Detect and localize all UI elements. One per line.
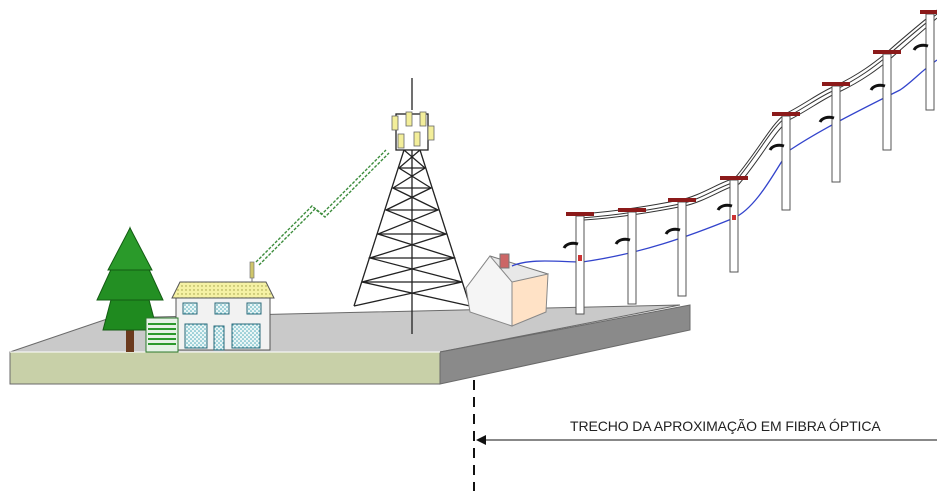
- power-pole: [818, 82, 850, 183]
- power-pole: [716, 176, 748, 273]
- fiber-section-caption: TRECHO DA APROXIMAÇÃO EM FIBRA ÓPTICA: [570, 418, 881, 434]
- power-pole: [562, 212, 594, 315]
- power-pole-icon: [562, 10, 937, 315]
- power-pole: [869, 50, 901, 151]
- wireless-link-icon: [255, 149, 390, 266]
- tree-icon: [96, 226, 164, 352]
- power-pole: [912, 10, 937, 111]
- power-pole: [768, 112, 800, 211]
- power-pole: [664, 198, 696, 297]
- equipment-shelter-icon: [465, 253, 550, 327]
- arrow-left-icon: [476, 435, 937, 445]
- cell-tower-icon: [353, 78, 471, 334]
- house-icon: [145, 261, 275, 353]
- power-pole: [614, 208, 646, 305]
